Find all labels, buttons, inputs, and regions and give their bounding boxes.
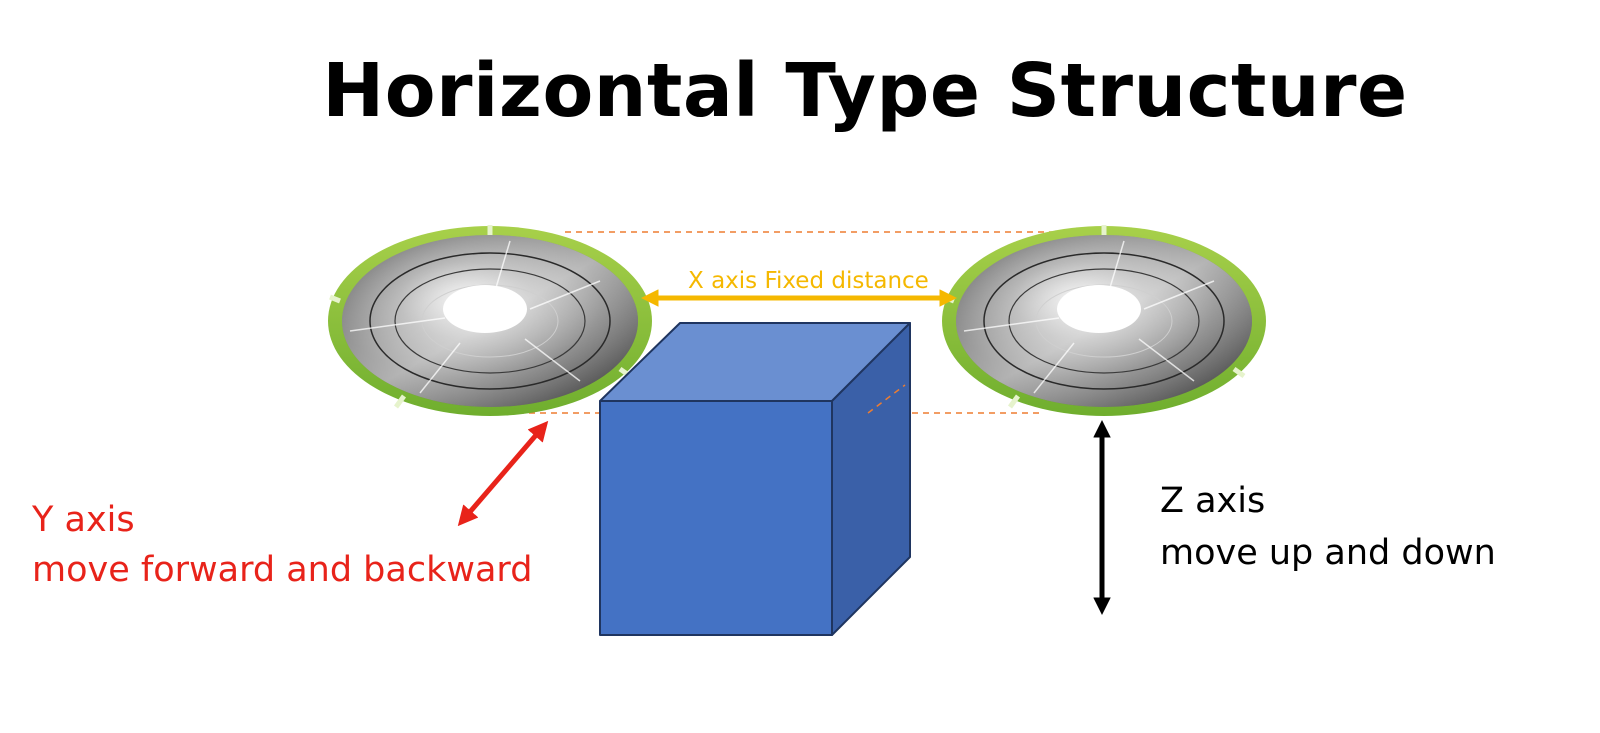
z-axis-label: Z axis move up and down — [1160, 475, 1496, 579]
z-axis-label-line1: Z axis — [1160, 481, 1266, 521]
saw-blade-icon — [328, 225, 652, 416]
y-axis-arrow — [457, 420, 549, 527]
x-axis-label: X axis Fixed distance — [688, 268, 929, 294]
guide-line-inside-cube — [867, 384, 906, 414]
z-axis-label-line2: move up and down — [1160, 533, 1496, 573]
saw-blade-icon — [942, 225, 1266, 416]
y-axis-label: Y axis move forward and backward — [32, 495, 532, 595]
y-axis-label-line1: Y axis — [32, 500, 135, 540]
cube-icon — [599, 322, 911, 636]
y-axis-label-line2: move forward and backward — [32, 550, 533, 590]
page-title: Horizontal Type Structure — [322, 48, 1408, 134]
cube-front-face — [599, 400, 833, 636]
